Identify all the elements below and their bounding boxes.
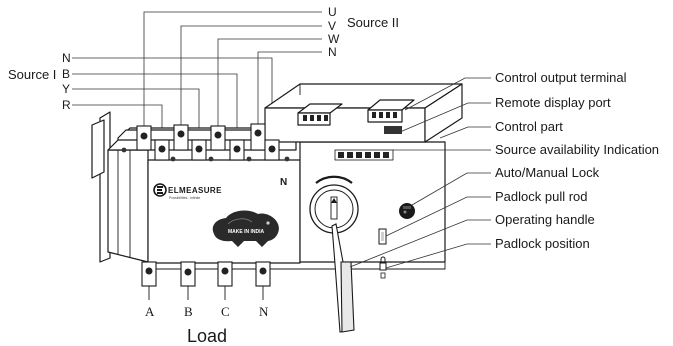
source-ii-phase-w: W [328, 32, 340, 46]
elmeasure-logo: ELMEASURE Possibilities...infinite [153, 183, 222, 200]
source-i-title: Source I [8, 67, 56, 82]
make-in-india-badge: MAKE IN INDIA [212, 210, 279, 247]
source-ii-phase-u: U [328, 5, 337, 19]
make-in-india-text: MAKE IN INDIA [228, 229, 265, 235]
source-ii-phase-v: V [328, 19, 336, 33]
load-terminal-b: B [184, 304, 193, 319]
control-output-terminal [297, 99, 415, 126]
callout-operating-handle: Operating handle [495, 212, 595, 227]
operating-dial [309, 175, 359, 234]
brand-tagline: Possibilities...infinite [169, 196, 200, 200]
callout-padlock-position: Padlock position [495, 236, 590, 251]
padlock-pull-rod[interactable] [378, 228, 387, 245]
source-indication-leds [334, 149, 394, 161]
load-title: Load [187, 326, 227, 346]
source-i-phase-n: N [62, 51, 71, 65]
callout-source-availability: Source availability Indication [495, 142, 659, 157]
load-terminals [141, 261, 271, 300]
callout-control-part: Control part [495, 119, 563, 134]
load-terminal-a: A [145, 304, 155, 319]
source-ii-phase-n: N [328, 45, 337, 59]
remote-display-port [384, 126, 402, 134]
load-terminal-n: N [259, 304, 269, 319]
source-i-phase-r: R [62, 98, 71, 112]
source-i-phase-y: Y [62, 82, 70, 96]
switch-body [91, 83, 463, 270]
source-ii-title: Source II [347, 15, 399, 30]
source-ii-leader-lines [143, 11, 322, 126]
auto-manual-lock-knob[interactable] [399, 203, 415, 219]
neutral-mark: N [280, 177, 287, 188]
callout-auto-manual-lock: Auto/Manual Lock [495, 165, 600, 180]
callout-padlock-pull-rod: Padlock pull rod [495, 189, 588, 204]
source-terminals [121, 123, 290, 162]
operating-handle[interactable] [331, 223, 355, 333]
load-terminal-c: C [221, 304, 230, 319]
callout-control-output-terminal: Control output terminal [495, 70, 627, 85]
brand-name: ELMEASURE [168, 186, 222, 195]
callout-leader-lines [349, 77, 491, 269]
padlock-position [379, 256, 387, 279]
callout-remote-display-port: Remote display port [495, 95, 611, 110]
source-i-phase-b: B [62, 67, 70, 81]
